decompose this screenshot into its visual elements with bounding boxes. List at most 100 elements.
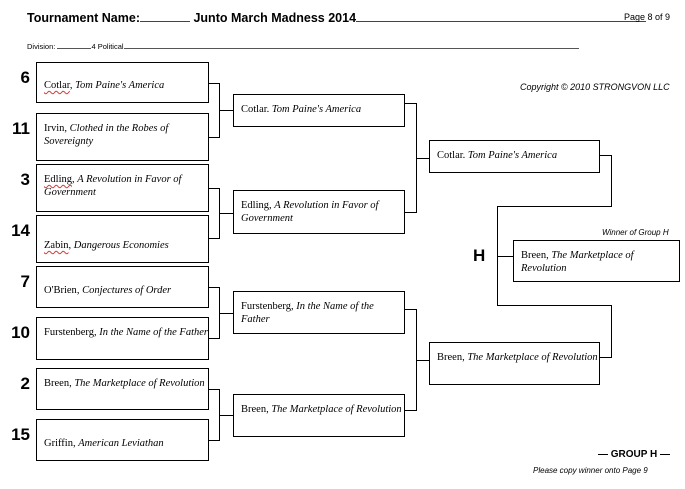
entry-text: Zabin, Dangerous Economies <box>44 240 169 251</box>
book-title: The Marketplace of Revolution <box>74 378 205 389</box>
round1-slot[interactable]: Edling, A Revolution in Favor of Governm… <box>36 164 209 212</box>
tournament-name[interactable]: Junto March Madness 2014 <box>193 11 357 25</box>
bracket-line <box>208 238 220 239</box>
round2-slot[interactable]: Furstenberg, In the Name of the Father <box>233 291 405 334</box>
author-name: Edling <box>44 174 72 185</box>
round1-slot[interactable]: Furstenberg, In the Name of the Father <box>36 317 209 360</box>
entry-text: Cotlar. Tom Paine's America <box>437 150 558 161</box>
round1-slot[interactable]: Griffin, American Leviathan <box>36 419 209 461</box>
entry-text: Breen, The Marketplace of Revolution <box>241 404 402 415</box>
bracket-line <box>208 188 220 189</box>
division-value[interactable]: 4 Political <box>91 42 124 51</box>
author-name: Breen <box>44 378 70 389</box>
book-title: American Leviathan <box>78 438 164 449</box>
book-title: The Marketplace of Revolution <box>521 250 634 274</box>
book-title: In the Name of the Father <box>241 301 374 325</box>
bracket-line <box>219 313 233 314</box>
book-title: The Marketplace of Revolution <box>271 404 402 415</box>
seed-number: 3 <box>20 170 30 189</box>
round3-slot[interactable]: Cotlar. Tom Paine's America <box>429 140 600 173</box>
copyright: Copyright © 2010 STRONGVON LLC <box>520 82 670 92</box>
seed-number: 7 <box>20 272 30 291</box>
bracket-line <box>208 137 220 138</box>
entry-text: Breen, The Marketplace of Revolution <box>521 250 634 274</box>
blank-underline <box>139 9 190 22</box>
entry-text: Cotlar, Tom Paine's America <box>44 80 165 91</box>
bracket-line <box>497 305 612 306</box>
round1-slot[interactable]: Cotlar, Tom Paine's America <box>36 62 209 103</box>
page-number: Page 8 of 9 <box>624 12 671 22</box>
entry-text: Griffin, American Leviathan <box>44 438 164 449</box>
seed-number: 15 <box>11 425 30 444</box>
blank-underline <box>356 9 647 22</box>
author-name: Edling <box>241 200 269 211</box>
bracket-line <box>611 305 612 357</box>
bracket-line <box>404 309 417 310</box>
bracket-line <box>219 110 233 111</box>
author-name: Breen <box>437 352 463 363</box>
entry-text: Irvin, Clothed in the Robes of Sovereign… <box>44 123 169 147</box>
seed-number: 14 <box>11 221 30 240</box>
round2-slot[interactable]: Edling, A Revolution in Favor of Governm… <box>233 190 405 234</box>
entry-text: O'Brien, Conjectures of Order <box>44 285 172 296</box>
bracket-line <box>497 256 514 257</box>
copy-note: Please copy winner onto Page 9 <box>533 466 648 475</box>
book-title: In the Name of the Father <box>99 327 208 338</box>
bracket-line <box>599 155 612 156</box>
entry-text: Breen, The Marketplace of Revolution <box>437 352 598 363</box>
author-name: Breen <box>521 250 547 261</box>
book-title: Conjectures of Order <box>82 285 172 296</box>
seed-number: 6 <box>20 68 30 87</box>
round1-slot[interactable]: Breen, The Marketplace of Revolution <box>36 368 209 410</box>
bracket-line <box>416 158 430 159</box>
seed-number: 10 <box>11 323 30 342</box>
tournament-name-line: Tournament Name: Junto March Madness 201… <box>27 9 647 25</box>
seed-number: 2 <box>20 374 30 393</box>
author-name: Zabin <box>44 240 69 251</box>
seed-number: 11 <box>12 119 30 138</box>
bracket-line <box>404 103 417 104</box>
bracket-line <box>416 360 430 361</box>
author-name: Cotlar <box>437 150 463 161</box>
division-line: Division: 4 Political <box>27 40 579 51</box>
round2-slot[interactable]: Breen, The Marketplace of Revolution <box>233 394 405 437</box>
author-name: Furstenberg <box>44 327 94 338</box>
author-name: Cotlar <box>241 104 267 115</box>
bracket-line <box>208 287 220 288</box>
round1-slot[interactable]: Irvin, Clothed in the Robes of Sovereign… <box>36 113 209 161</box>
bracket-line <box>208 338 220 339</box>
bracket-line <box>497 206 612 207</box>
bracket-line <box>599 357 612 358</box>
group-title: — GROUP H — <box>598 449 671 460</box>
author-name: Furstenberg <box>241 301 291 312</box>
book-title: Tom Paine's America <box>75 80 165 91</box>
entry-text: Cotlar. Tom Paine's America <box>241 104 362 115</box>
round1-slot[interactable]: Zabin, Dangerous Economies <box>36 215 209 263</box>
group-letter: H <box>473 246 486 265</box>
author-name: Cotlar <box>44 80 70 91</box>
winner-label: Winner of Group H <box>602 228 669 237</box>
book-title: A Revolution in Favor of Government <box>241 200 379 224</box>
author-name: Irvin <box>44 123 65 134</box>
round2-slot[interactable]: Cotlar. Tom Paine's America <box>233 94 405 127</box>
bracket-line <box>208 389 220 390</box>
blank-underline <box>57 40 92 49</box>
author-name: Griffin <box>44 438 73 449</box>
entry-text: Edling, A Revolution in Favor of Governm… <box>44 174 182 198</box>
author-name: Breen <box>241 404 267 415</box>
entry-text: Edling, A Revolution in Favor of Governm… <box>241 200 379 224</box>
author-name: O'Brien <box>44 285 77 296</box>
division-label: Division: <box>27 42 56 51</box>
entry-text: Breen, The Marketplace of Revolution <box>44 378 205 389</box>
bracket-line <box>208 440 220 441</box>
entry-text: Furstenberg, In the Name of the Father <box>241 301 374 325</box>
blank-underline <box>123 40 579 49</box>
bracket-line <box>208 83 220 84</box>
winner-slot[interactable]: Breen, The Marketplace of Revolution <box>513 240 680 282</box>
round3-slot[interactable]: Breen, The Marketplace of Revolution <box>429 342 600 385</box>
book-title: Tom Paine's America <box>467 150 558 161</box>
entry-text: Furstenberg, In the Name of the Father <box>44 327 208 338</box>
round1-slot[interactable]: O'Brien, Conjectures of Order <box>36 266 209 308</box>
bracket-line <box>611 155 612 207</box>
book-title: The Marketplace of Revolution <box>467 352 598 363</box>
